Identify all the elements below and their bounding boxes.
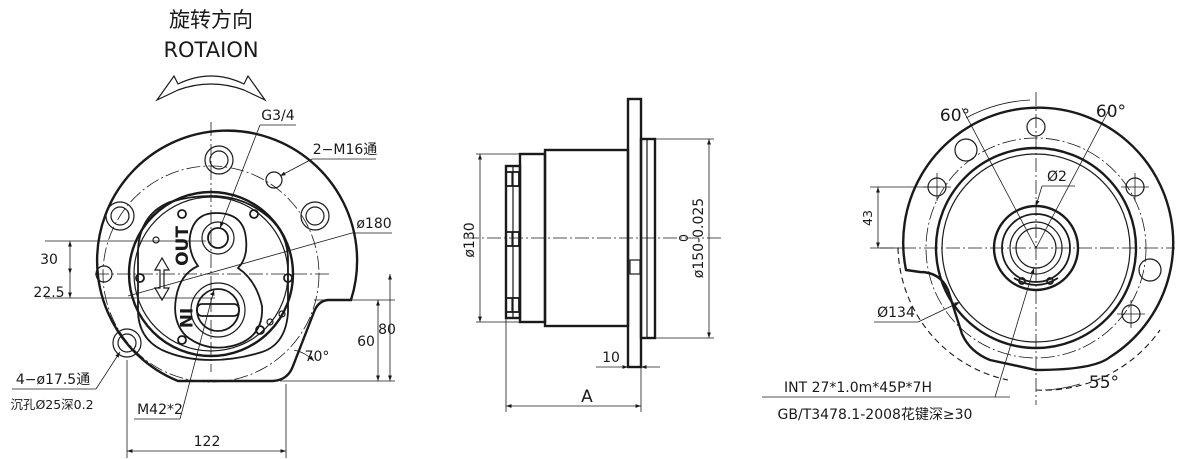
- mount-holes-label: 4−ø17.5通: [16, 372, 90, 388]
- angle-70: 70°: [305, 349, 330, 365]
- angle-55: 55°: [1089, 373, 1119, 393]
- side-view: ø130 0 ø150-0.025 10 A: [462, 97, 722, 412]
- rear-view: 60° 60° 55° 43 Ø2 Ø134 INT 27*1.0m*45P*7…: [762, 92, 1175, 423]
- rotation-indicator: 旋转方向 ROTAION: [155, 8, 267, 102]
- spline-standard: GB/T3478.1-2008花键深≥30: [778, 407, 973, 423]
- dim-60: 60: [357, 334, 375, 350]
- rear-flange-outline: [902, 106, 1175, 372]
- pilot-diameter: ø150-0.025: [691, 198, 707, 278]
- body-screws: [135, 209, 293, 345]
- dim-30: 30: [40, 252, 58, 268]
- dim-80: 80: [378, 322, 396, 338]
- dim-10: 10: [602, 350, 620, 366]
- bolt-circle-label: ø180: [356, 216, 391, 232]
- spline-spec: INT 27*1.0m*45P*7H: [784, 380, 932, 396]
- port-cover: [174, 212, 263, 349]
- dim-2: Ø2: [1047, 169, 1067, 185]
- tapped-holes-label: 2−M16通: [313, 142, 378, 158]
- counterbore-label: 沉孔Ø25深0.2: [10, 397, 93, 412]
- dim-122: 122: [194, 434, 221, 450]
- angle-60-right: 60°: [1096, 102, 1126, 122]
- rotation-arrow-icon: [155, 74, 267, 102]
- pilot-top-tolerance: 0: [676, 234, 691, 242]
- dim-43: 43: [860, 210, 875, 226]
- rotation-title-cn: 旋转方向: [169, 8, 253, 32]
- thread-g-label: G3/4: [261, 108, 294, 124]
- side-flange: [626, 97, 643, 369]
- double-arrow-icon: [153, 256, 171, 302]
- mounting-holes: [105, 145, 330, 358]
- rear-mounting-holes: [923, 117, 1162, 328]
- front-view: OUT IN G3/4 2−M16通 ø180 30 22.5 60 80 70…: [10, 108, 396, 458]
- front-flange-outline: [95, 129, 359, 383]
- rotation-title-en: ROTAION: [163, 38, 258, 62]
- angle-60-left: 60°: [940, 106, 970, 126]
- valve-plate: [137, 195, 289, 361]
- thread-m-label: M42*2: [137, 402, 183, 418]
- port-in-label: IN: [175, 308, 195, 329]
- dim-134: Ø134: [877, 305, 915, 321]
- dim-a: A: [581, 387, 593, 407]
- dim-22-5: 22.5: [33, 285, 64, 301]
- dim-130: ø130: [462, 222, 478, 257]
- port-out-label: OUT: [173, 226, 193, 266]
